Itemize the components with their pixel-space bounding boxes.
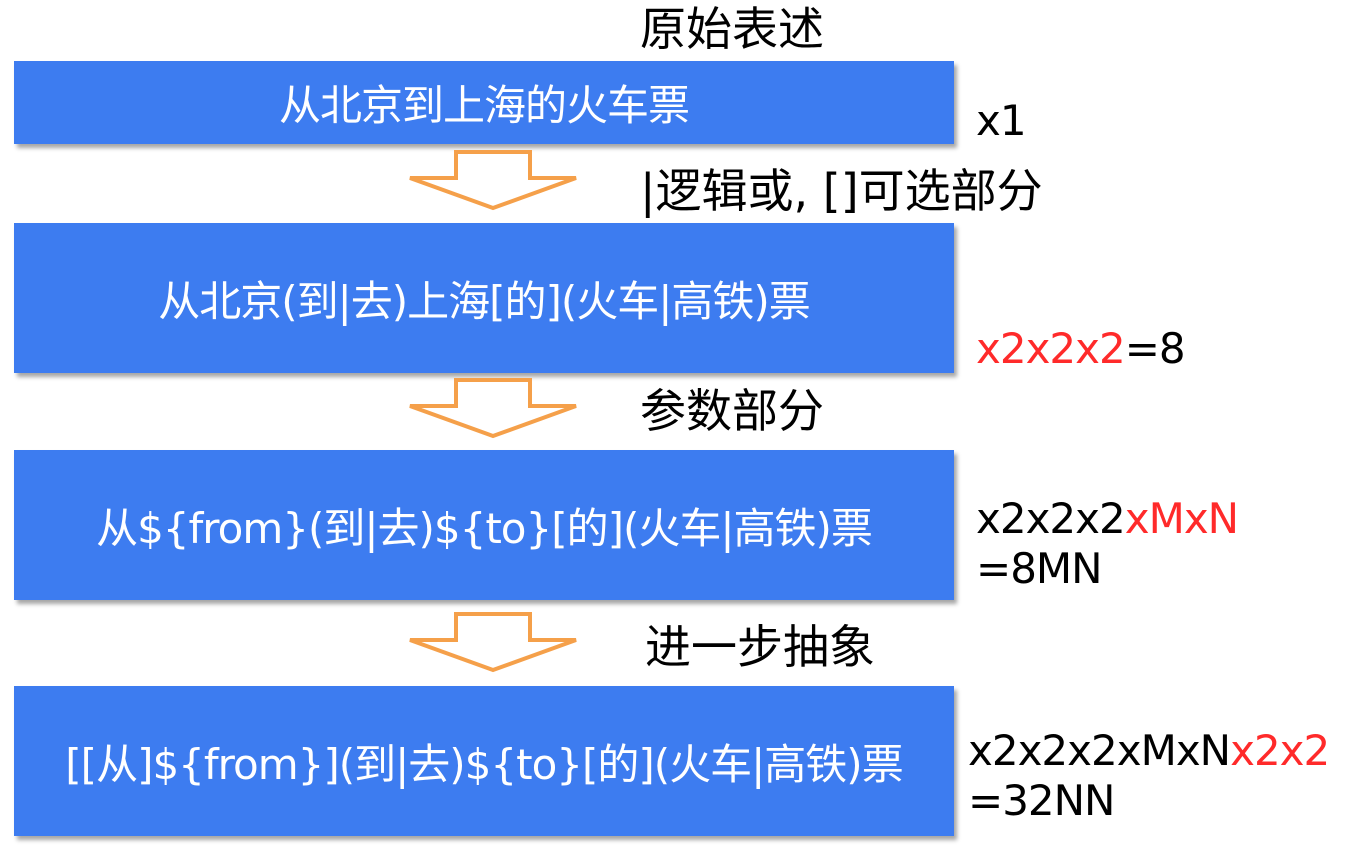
stage-1-text: 从北京到上海的火车票 xyxy=(278,81,690,130)
stage-2-count-rest: =8 xyxy=(1124,324,1186,373)
stage-3-box: 从${from}(到|去)${to}[的](火车|高铁)票 xyxy=(14,450,954,600)
down-arrow-icon xyxy=(409,378,577,439)
stage-4-count-line-2: =32NN xyxy=(968,776,1115,826)
stage-4-box: [[从]${from}](到|去)${to}[的](火车|高铁)票 xyxy=(14,686,954,836)
down-arrow-icon xyxy=(409,150,577,211)
stage-2-label: |逻辑或, []可选部分 xyxy=(640,164,1043,218)
stage-3-count-line-1: x2x2x2xMxN xyxy=(976,494,1239,544)
stage-1-count: x1 xyxy=(976,96,1027,146)
stage-4-count-black: x2x2x2xMxN xyxy=(968,726,1231,775)
stage-2-box: 从北京(到|去)上海[的](火车|高铁)票 xyxy=(14,223,954,373)
stage-4-count-red: x2x2 xyxy=(1230,726,1330,775)
stage-2-count-red: x2x2x2 xyxy=(976,324,1126,373)
stage-3-count-line-2: =8MN xyxy=(976,544,1103,594)
stage-3-label: 参数部分 xyxy=(640,384,824,438)
stage-1-label: 原始表述 xyxy=(640,2,824,56)
stage-4-text: [[从]${from}](到|去)${to}[的](火车|高铁)票 xyxy=(65,739,903,789)
stage-3-count-red: xMxN xyxy=(1124,494,1239,543)
stage-4-label: 进一步抽象 xyxy=(645,620,875,674)
stage-1-box: 从北京到上海的火车票 xyxy=(14,61,954,144)
stage-2-count: x2x2x2=8 xyxy=(976,324,1186,374)
stage-4-count-line-1: x2x2x2xMxNx2x2 xyxy=(968,726,1330,776)
stage-3-count-black: x2x2x2 xyxy=(976,494,1126,543)
stage-3-count: x2x2x2xMxN =8MN xyxy=(976,494,1239,595)
stage-3-text: 从${from}(到|去)${to}[的](火车|高铁)票 xyxy=(96,503,873,553)
down-arrow-icon xyxy=(409,612,577,673)
stage-4-count: x2x2x2xMxNx2x2 =32NN xyxy=(968,726,1330,827)
stage-2-text: 从北京(到|去)上海[的](火车|高铁)票 xyxy=(158,276,811,326)
stage-1-count-black: x1 xyxy=(976,96,1027,145)
